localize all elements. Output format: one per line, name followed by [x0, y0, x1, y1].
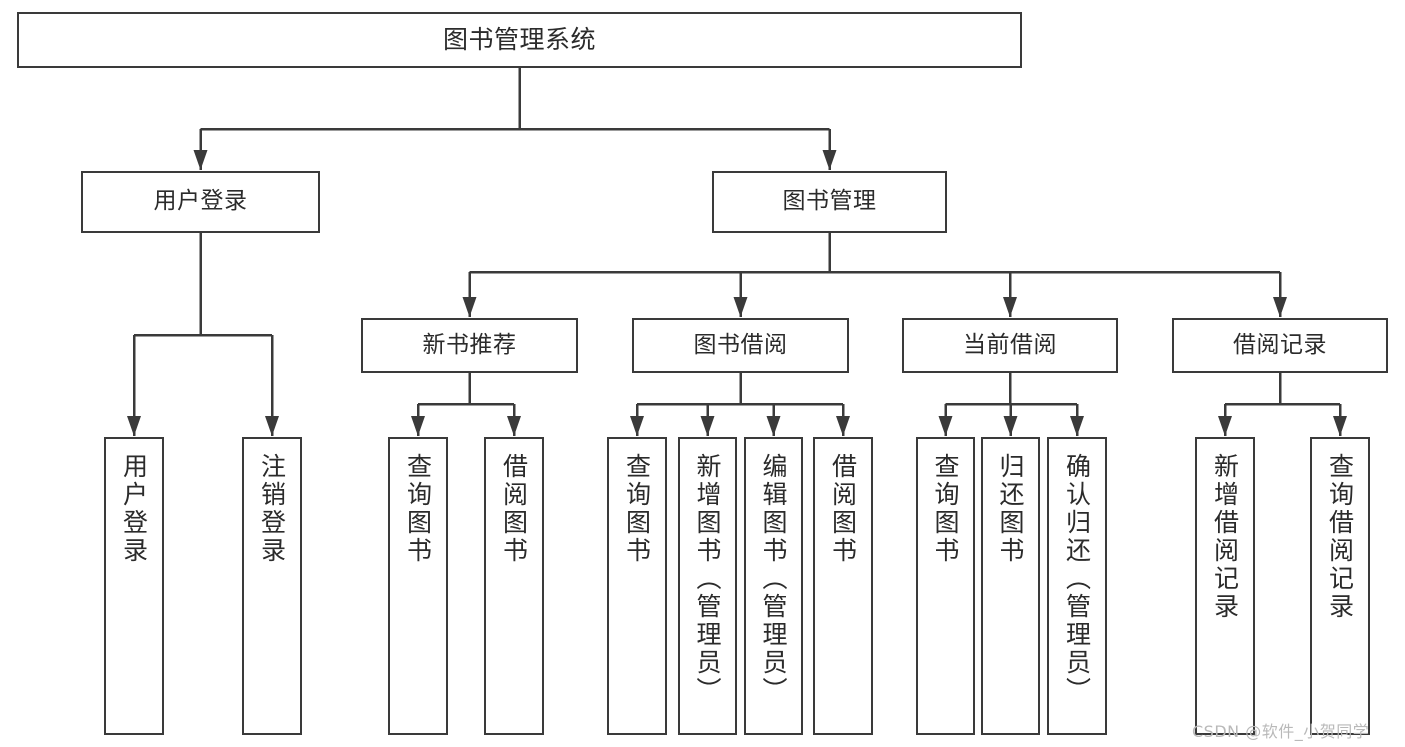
- node-label: 新增借阅记录: [1210, 453, 1240, 621]
- node-label: 当前借阅: [963, 331, 1057, 358]
- node-root-system[interactable]: 图书管理系统: [17, 12, 1022, 68]
- leaf-borrow-book-1[interactable]: 借阅图书: [484, 437, 544, 735]
- leaf-user-login[interactable]: 用户登录: [104, 437, 164, 735]
- node-label: 新书推荐: [422, 331, 517, 358]
- node-borrowing-record[interactable]: 借阅记录: [1172, 318, 1388, 373]
- leaf-query-book-3[interactable]: 查询图书: [916, 437, 975, 735]
- leaf-logout[interactable]: 注销登录: [242, 437, 302, 735]
- node-label: 用户登录: [119, 453, 149, 565]
- leaf-return-book[interactable]: 归还图书: [981, 437, 1040, 735]
- node-current-borrowing[interactable]: 当前借阅: [902, 318, 1118, 373]
- leaf-edit-book-admin[interactable]: 编辑图书（管理员）: [744, 437, 803, 735]
- node-label: 借阅图书: [499, 453, 529, 565]
- node-label: 查询图书: [622, 453, 652, 565]
- node-label: 确认归还（管理员）: [1062, 453, 1092, 705]
- leaf-add-borrow-record[interactable]: 新增借阅记录: [1195, 437, 1255, 735]
- leaf-query-borrow-record[interactable]: 查询借阅记录: [1310, 437, 1370, 735]
- node-label: 查询借阅记录: [1325, 453, 1355, 621]
- node-label: 查询图书: [403, 453, 433, 565]
- node-label: 图书借阅: [693, 331, 788, 358]
- leaf-query-book-2[interactable]: 查询图书: [607, 437, 667, 735]
- node-user-login[interactable]: 用户登录: [81, 171, 320, 233]
- node-book-borrowing[interactable]: 图书借阅: [632, 318, 849, 373]
- node-label: 借阅记录: [1233, 331, 1327, 358]
- node-label: 注销登录: [257, 453, 287, 565]
- node-label: 新增图书（管理员）: [693, 453, 722, 705]
- node-label: 图书管理系统: [442, 25, 596, 55]
- csdn-watermark: CSDN @软件_小贺同学: [1192, 722, 1370, 741]
- node-label: 归还图书: [996, 453, 1025, 565]
- node-label: 借阅图书: [828, 453, 858, 565]
- node-label: 查询图书: [931, 453, 960, 565]
- node-label: 用户登录: [153, 188, 248, 215]
- leaf-confirm-return-admin[interactable]: 确认归还（管理员）: [1047, 437, 1107, 735]
- leaf-borrow-book-2[interactable]: 借阅图书: [813, 437, 873, 735]
- node-new-book-recommendation[interactable]: 新书推荐: [361, 318, 578, 373]
- node-book-management[interactable]: 图书管理: [712, 171, 947, 233]
- leaf-add-book-admin[interactable]: 新增图书（管理员）: [678, 437, 737, 735]
- node-label: 编辑图书（管理员）: [759, 453, 788, 705]
- node-label: 图书管理: [782, 188, 877, 215]
- leaf-query-book-1[interactable]: 查询图书: [388, 437, 448, 735]
